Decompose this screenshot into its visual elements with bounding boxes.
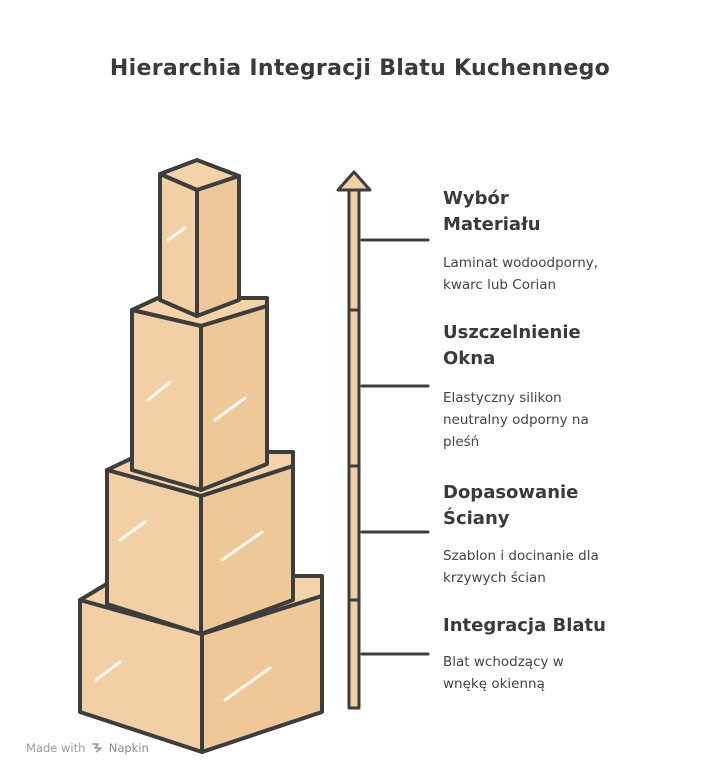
level-3-desc-line1: Szablon i docinanie dla — [443, 548, 599, 564]
connectors — [360, 238, 430, 656]
level-3-label-line2: Ściany — [443, 508, 510, 529]
level-2-label-line2: Okna — [443, 348, 496, 369]
hierarchy-arrow — [336, 170, 372, 710]
level-1-desc-line2: kwarc lub Corian — [443, 277, 557, 293]
footer-prefix: Made with — [26, 741, 86, 755]
level-4-label: Integracja Blatu — [443, 613, 693, 639]
level-1-label-line2: Materiału — [443, 214, 541, 235]
level-4-label-line1: Integracja Blatu — [443, 615, 606, 636]
level-1-label-line1: Wybór — [443, 188, 509, 209]
level-2-label-line1: Uszczelnienie — [443, 322, 581, 343]
level-3-desc-line2: krzywych ścian — [443, 570, 546, 586]
diagram-title: Hierarchia Integracji Blatu Kuchennego — [109, 56, 611, 81]
footer-brand: Napkin — [108, 741, 149, 755]
level-2-desc-line2: neutralny odporny na — [443, 412, 589, 428]
level-3-label-line1: Dopasowanie — [443, 482, 579, 503]
level-3-label: Dopasowanie Ściany — [443, 480, 693, 532]
level-1-description: Laminat wodoodporny, kwarc lub Corian — [443, 252, 673, 296]
sketch-highlights — [94, 226, 272, 702]
level-1-desc-line1: Laminat wodoodporny, — [443, 255, 599, 271]
level-2-desc-line3: pleśń — [443, 434, 480, 450]
level-4-description: Blat wchodzący w wnękę okienną — [443, 651, 673, 695]
block-uszczelnienie-okna — [130, 296, 269, 492]
level-2-desc-line1: Elastyczny silikon — [443, 390, 562, 406]
level-4-desc-line2: wnękę okienną — [443, 676, 545, 692]
level-4-desc-line1: Blat wchodzący w — [443, 654, 564, 670]
level-2-description: Elastyczny silikon neutralny odporny na … — [443, 387, 673, 453]
made-with-footer[interactable]: Made with Napkin — [26, 741, 149, 755]
level-2-label: Uszczelnienie Okna — [443, 320, 693, 372]
level-1-label: Wybór Materiału — [443, 186, 693, 238]
level-3-description: Szablon i docinanie dla krzywych ścian — [443, 545, 673, 589]
napkin-logo-icon — [91, 742, 103, 753]
block-wybor-materialu — [158, 158, 241, 318]
